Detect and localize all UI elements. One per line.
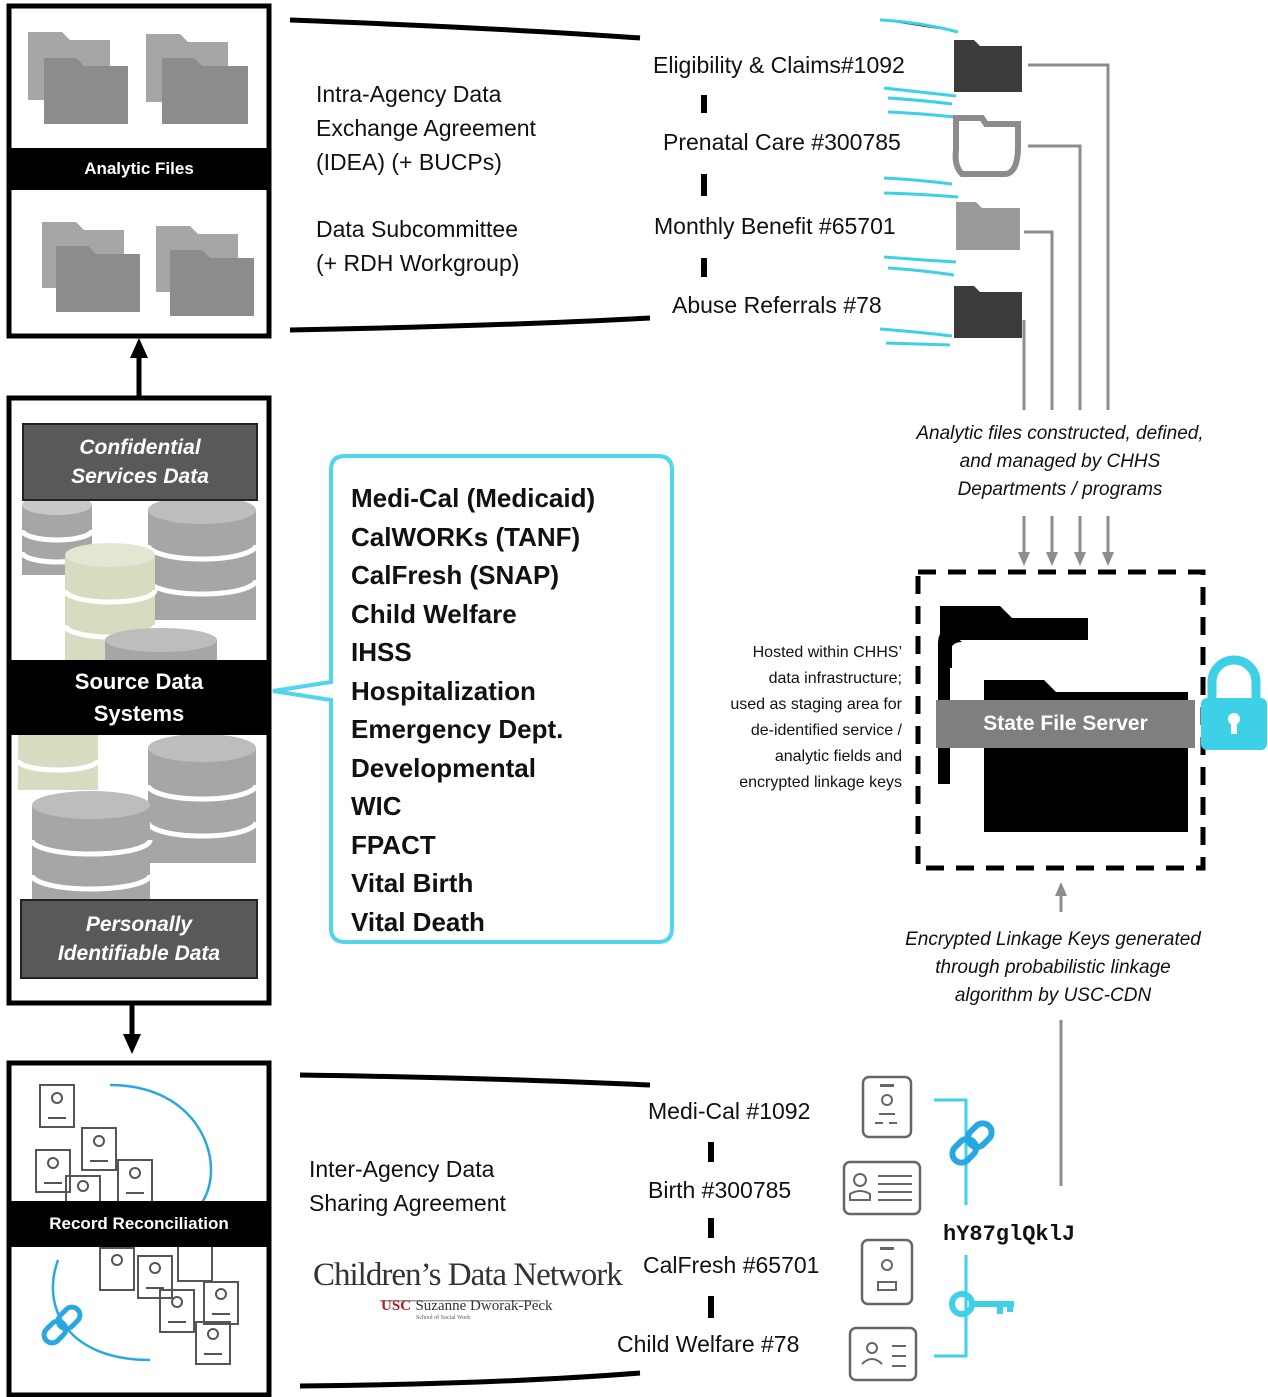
source-system-item: IHSS: [351, 637, 412, 667]
note-line: de-identified service /: [750, 722, 902, 739]
text-line: Intra-Agency Data: [316, 81, 502, 107]
bottom-curve: [299, 1370, 641, 1389]
source-system-item: Hospitalization: [351, 675, 536, 706]
bottom-curve: [299, 1072, 651, 1088]
list-connectors: [701, 95, 714, 1318]
source-system-item: CalWORKs (TANF): [351, 521, 581, 552]
chain-link-icon: [949, 1120, 995, 1166]
analytic-files-note: Analytic files constructed, defined, and…: [880, 420, 1240, 504]
up-arrow: [130, 338, 148, 398]
cdn-logo-subtitle: USC Suzanne Dworak-Peck: [381, 1297, 553, 1315]
linkage-arrow: [1055, 882, 1067, 1186]
note-line: Encrypted Linkage Keys generated: [905, 929, 1201, 950]
record-file-item: Medi-Cal #1092: [648, 1098, 811, 1124]
down-arrow: [123, 1003, 141, 1054]
source-system-item: Developmental: [351, 752, 536, 783]
analytic-file-item: Prenatal Care #300785: [663, 129, 901, 155]
school-tagline: School of Social Work: [416, 1315, 471, 1321]
analytic-file-item: Monthly Benefit #65701: [654, 213, 896, 239]
note-line: through probabilistic linkage: [935, 957, 1171, 978]
note-line: used as staging area for: [730, 696, 902, 713]
dark-folder-icon: [954, 40, 1022, 92]
source-system-item: CalFresh (SNAP): [351, 560, 560, 590]
gray-folder-icon: [956, 202, 1020, 250]
note-line: data infrastructure;: [768, 670, 902, 687]
inter-agency-agreement: Inter-Agency Data Sharing Agreement: [309, 1152, 506, 1220]
key-brackets: [934, 1098, 968, 1358]
confidential-services-label: Confidential Services Data: [22, 423, 258, 501]
database-icon: [145, 734, 259, 863]
open-folder-icon: [952, 115, 1021, 177]
text-line: Inter-Agency Data: [309, 1156, 495, 1182]
folder-icon: [28, 32, 128, 124]
contact-card-icon: [848, 1326, 918, 1382]
record-file-item: Child Welfare #78: [617, 1331, 800, 1357]
text-line: Data Subcommittee: [316, 216, 518, 242]
badge-icon: [860, 1238, 914, 1306]
source-system-item: Child Welfare: [351, 598, 517, 629]
note-line: algorithm by USC-CDN: [954, 985, 1152, 1006]
note-line: and managed by CHHS: [959, 451, 1161, 472]
cyan-lines: [879, 18, 963, 347]
personally-identifiable-label: Personally Identifiable Data: [20, 899, 258, 979]
analytic-files-label: Analytic Files: [9, 148, 269, 190]
text-line: Exchange Agreement: [316, 115, 536, 141]
text-line: (+ RDH Workgroup): [316, 250, 520, 276]
state-file-server-label: State File Server: [936, 700, 1195, 748]
key-icon: [949, 1291, 1014, 1317]
note-line: Departments / programs: [957, 479, 1163, 500]
server-arrows: [1018, 516, 1114, 566]
record-reconciliation-label: Record Reconciliation: [9, 1201, 269, 1247]
folder-icon: [146, 34, 248, 124]
text-line: (IDEA) (+ BUCPs): [316, 149, 502, 175]
note-line: Analytic files constructed, defined,: [916, 423, 1204, 444]
label-line: Source Data: [74, 668, 204, 694]
cdn-logo-title: Children’s Data Network: [313, 1257, 623, 1293]
record-file-item: CalFresh #65701: [643, 1252, 820, 1278]
source-system-item: Medi-Cal (Medicaid): [351, 483, 596, 513]
source-data-label: Source Data Systems: [9, 660, 269, 735]
badge-icon: [861, 1075, 913, 1139]
source-system-item: Emergency Dept.: [351, 714, 564, 744]
note-line: Hosted within CHHS’: [752, 644, 902, 661]
analytic-file-item: Eligibility & Claims#1092: [653, 52, 905, 78]
label-line: Personally: [85, 913, 193, 936]
source-systems-list: Medi-Cal (Medicaid) CalWORKs (TANF) CalF…: [351, 479, 595, 941]
logo-rule: [380, 1300, 540, 1302]
label-line: Identifiable Data: [57, 942, 221, 965]
school-name: Suzanne Dworak-Peck: [415, 1298, 553, 1314]
top-curve: [289, 17, 641, 41]
linkage-keys-note: Encrypted Linkage Keys generated through…: [868, 926, 1238, 1010]
label-line: Services Data: [71, 465, 209, 488]
data-subcommittee: Data Subcommittee (+ RDH Workgroup): [316, 212, 519, 280]
dark-folder-icon: [954, 286, 1022, 338]
text-line: Sharing Agreement: [309, 1190, 506, 1216]
source-system-item: WIC: [351, 791, 402, 821]
note-line: analytic fields and: [774, 748, 902, 765]
analytic-file-item: Abuse Referrals #78: [672, 292, 882, 318]
chain-link-icon: [41, 1304, 83, 1346]
idea-agreement: Intra-Agency Data Exchange Agreement (ID…: [316, 77, 536, 179]
record-file-item: Birth #300785: [648, 1177, 792, 1203]
top-curve: [289, 315, 651, 333]
server-hosting-note: Hosted within CHHS’ data infrastructure;…: [690, 640, 902, 796]
database-icon: [15, 735, 101, 790]
database-icon: [29, 791, 153, 900]
label-line: Confidential: [79, 436, 201, 459]
source-system-item: Vital Death: [351, 906, 485, 937]
note-line: encrypted linkage keys: [739, 774, 902, 791]
id-card-icon: [842, 1160, 922, 1216]
folder-icon: [42, 222, 140, 312]
usc-mark: USC: [381, 1298, 412, 1314]
linkage-key-code: hY87glQklJ: [943, 1222, 1076, 1247]
source-system-item: FPACT: [351, 829, 436, 860]
folder-icon: [156, 226, 254, 316]
padlock-icon: [1201, 655, 1267, 750]
folder-connectors: [1022, 63, 1110, 410]
label-line: Systems: [93, 700, 185, 726]
source-system-item: Vital Birth: [351, 868, 474, 898]
source-callout: [272, 454, 674, 944]
database-icon: [145, 496, 259, 620]
document-stack-icon: [35, 1084, 239, 1365]
